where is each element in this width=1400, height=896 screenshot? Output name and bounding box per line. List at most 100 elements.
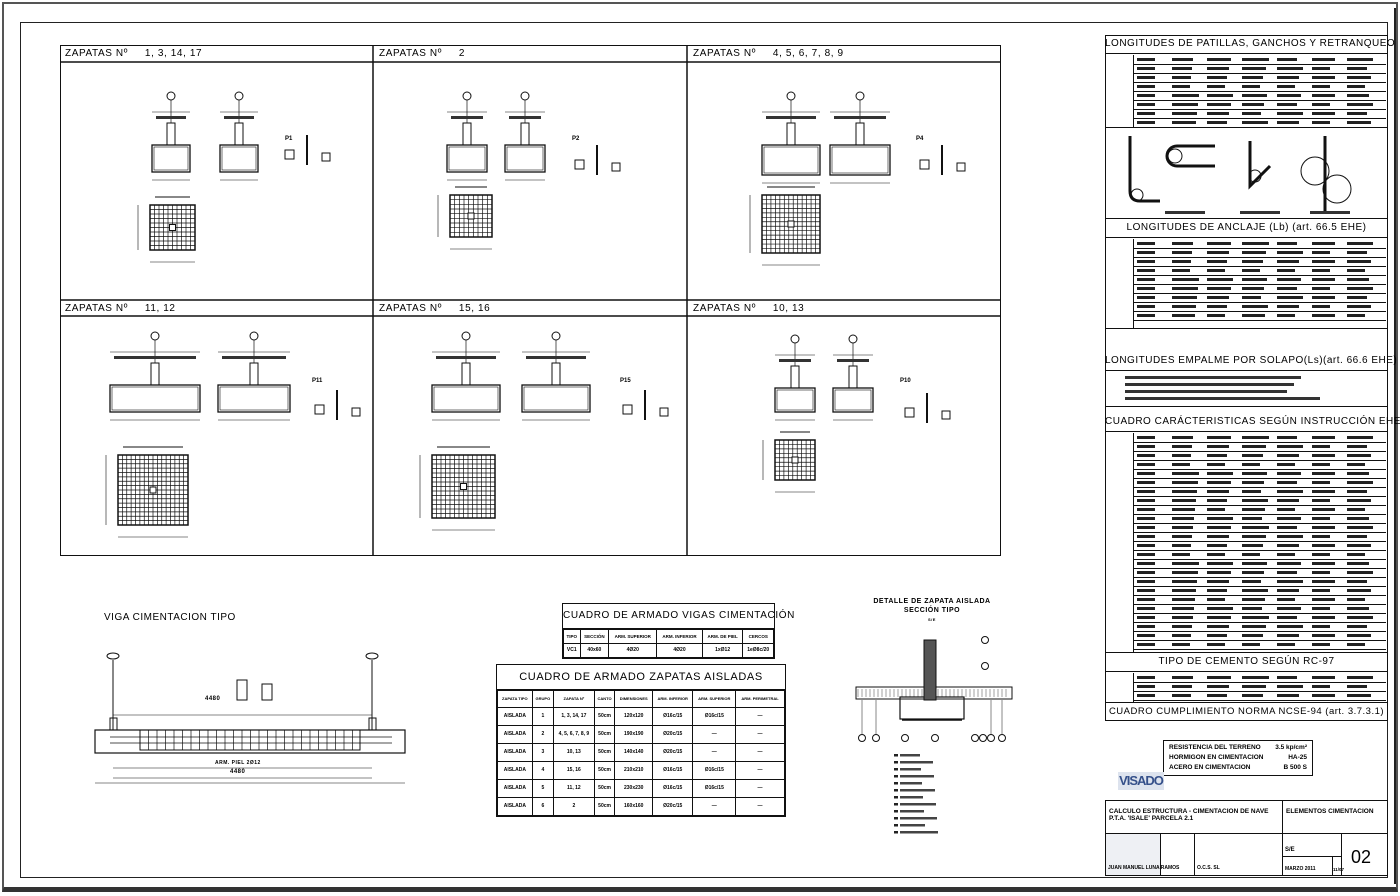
- illegible-cell-text: [1207, 103, 1231, 106]
- viga-length-top: 4480: [205, 696, 221, 702]
- legend-number: [894, 810, 898, 813]
- illegible-cell-text: [1137, 305, 1155, 308]
- illegible-cell-text: [1277, 85, 1295, 88]
- bend-circle: [1300, 156, 1330, 186]
- table-rule: [1133, 91, 1386, 92]
- illegible-cell-text: [1347, 481, 1373, 484]
- illegible-cell-text: [1172, 589, 1196, 592]
- illegible-cell-text: [1242, 445, 1266, 448]
- table-rule: [1133, 559, 1386, 560]
- illegible-cell-text: [1242, 260, 1263, 263]
- table-cell: 50cm: [593, 707, 616, 726]
- illegible-cell-text: [1347, 296, 1367, 299]
- rebar-cage: [831, 146, 889, 174]
- illegible-cell-text: [1277, 553, 1295, 556]
- illegible-cell-text: [1137, 508, 1155, 511]
- illegible-cell-text: [1347, 508, 1365, 511]
- illegible-cell-text: [1347, 598, 1365, 601]
- illegible-cell-text: [1172, 85, 1190, 88]
- illegible-cell-text: [1172, 314, 1195, 317]
- right-table-section: [1105, 131, 1388, 219]
- illegible-cell-text: [1172, 472, 1199, 475]
- viga-drawing: [94, 652, 406, 784]
- plan-column: [169, 224, 176, 231]
- detalle-title: DETALLE DE ZAPATA AISLADA SECCIÓN TIPO S…: [872, 597, 992, 624]
- illegible-cell-text: [1242, 589, 1268, 592]
- illegible-cell-text: [1137, 85, 1155, 88]
- right-table-section: LONGITUDES DE ANCLAJE (Lb) (art. 66.5 EH…: [1105, 219, 1388, 329]
- illegible-cell-text: [1172, 607, 1194, 610]
- table-cell: 15, 16: [553, 761, 595, 780]
- illegible-cell-text: [1207, 472, 1233, 475]
- pilar-label: P11: [312, 378, 323, 384]
- table-cell: Ø16c/15: [651, 707, 694, 726]
- illegible-cell-text: [1312, 616, 1335, 619]
- right-table-section: CUADRO CUMPLIMIENTO NORMA NCSE-94 (art. …: [1105, 703, 1388, 721]
- illegible-cell-text: [1137, 562, 1155, 565]
- pilar-label: P15: [620, 378, 631, 384]
- illegible-cell-text: [1347, 445, 1367, 448]
- footing-plan: [774, 439, 816, 481]
- material-label: ACERO EN CIMENTACION: [1169, 764, 1251, 771]
- material-label: HORMIGON EN CIMENTACION: [1169, 754, 1264, 761]
- illegible-cell-text: [1207, 121, 1227, 124]
- table-rule: [1133, 266, 1386, 267]
- column-stub: [249, 362, 259, 386]
- axis-marker-icon: [249, 331, 259, 341]
- illegible-cell-text: [1347, 616, 1373, 619]
- illegible-cell-text: [1172, 305, 1196, 308]
- callout-marker-icon: [981, 662, 989, 670]
- table-cell: 5: [531, 779, 555, 798]
- illegible-cell-text: [1172, 544, 1191, 547]
- footing-section: [832, 387, 874, 413]
- illegible-cell-text: [1347, 490, 1367, 493]
- illegible-cell-text: [1137, 625, 1155, 628]
- illegible-cell-text: [1207, 535, 1229, 538]
- illegible-cell-text: [1277, 121, 1299, 124]
- stirrup-detail: [351, 407, 361, 417]
- column-base: [109, 717, 118, 731]
- illegible-cell-text: [1312, 598, 1335, 601]
- illegible-cell-text: [1347, 278, 1369, 281]
- note-text: [1125, 376, 1301, 379]
- illegible-cell-text: [1242, 76, 1263, 79]
- table-cell: —: [735, 797, 785, 816]
- illegible-cell-text: [1207, 94, 1233, 97]
- illegible-cell-text: [1347, 694, 1371, 697]
- illegible-cell-text: [1242, 562, 1267, 565]
- callout-marker-icon: [931, 734, 939, 742]
- illegible-cell-text: [1207, 676, 1231, 679]
- illegible-cell-text: [1277, 269, 1295, 272]
- panel-title-label: ZAPATAS Nº: [693, 303, 756, 314]
- table-rule: [1133, 127, 1386, 128]
- illegible-cell-text: [1207, 278, 1233, 281]
- illegible-cell-text: [1242, 242, 1269, 245]
- illegible-cell-text: [1172, 242, 1193, 245]
- table-rule: [1133, 532, 1386, 533]
- illegible-cell-text: [1312, 454, 1335, 457]
- illegible-cell-text: [1172, 490, 1197, 493]
- right-table-title: TIPO DE CEMENTO SEGÚN RC-97: [1105, 653, 1388, 672]
- illegible-cell-text: [1172, 634, 1191, 637]
- table-rule: [1133, 550, 1386, 551]
- footing-section: [761, 144, 821, 176]
- legend-text: [900, 796, 923, 799]
- table-rule: [1133, 487, 1386, 488]
- table-rule: [1133, 496, 1386, 497]
- panel-title-label: ZAPATAS Nº: [693, 48, 756, 59]
- beam-section: [236, 679, 248, 701]
- bend-circle: [1248, 169, 1262, 183]
- table-rule: [1133, 541, 1386, 542]
- right-table-section: CUADRO CARÁCTERISTICAS SEGÚN INSTRUCCIÓN…: [1105, 413, 1400, 653]
- illegible-cell-text: [1312, 305, 1330, 308]
- illegible-cell-text: [1207, 553, 1225, 556]
- illegible-cell-text: [1137, 121, 1155, 124]
- table-cell: 1, 3, 14, 17: [553, 707, 595, 726]
- bend-circle: [1130, 188, 1144, 202]
- detalle-subtitle: SECCIÓN TIPO: [903, 607, 961, 614]
- illegible-cell-text: [1207, 67, 1229, 70]
- illegible-cell-text: [1312, 314, 1335, 317]
- column-stub: [855, 122, 865, 146]
- illegible-cell-text: [1347, 676, 1373, 679]
